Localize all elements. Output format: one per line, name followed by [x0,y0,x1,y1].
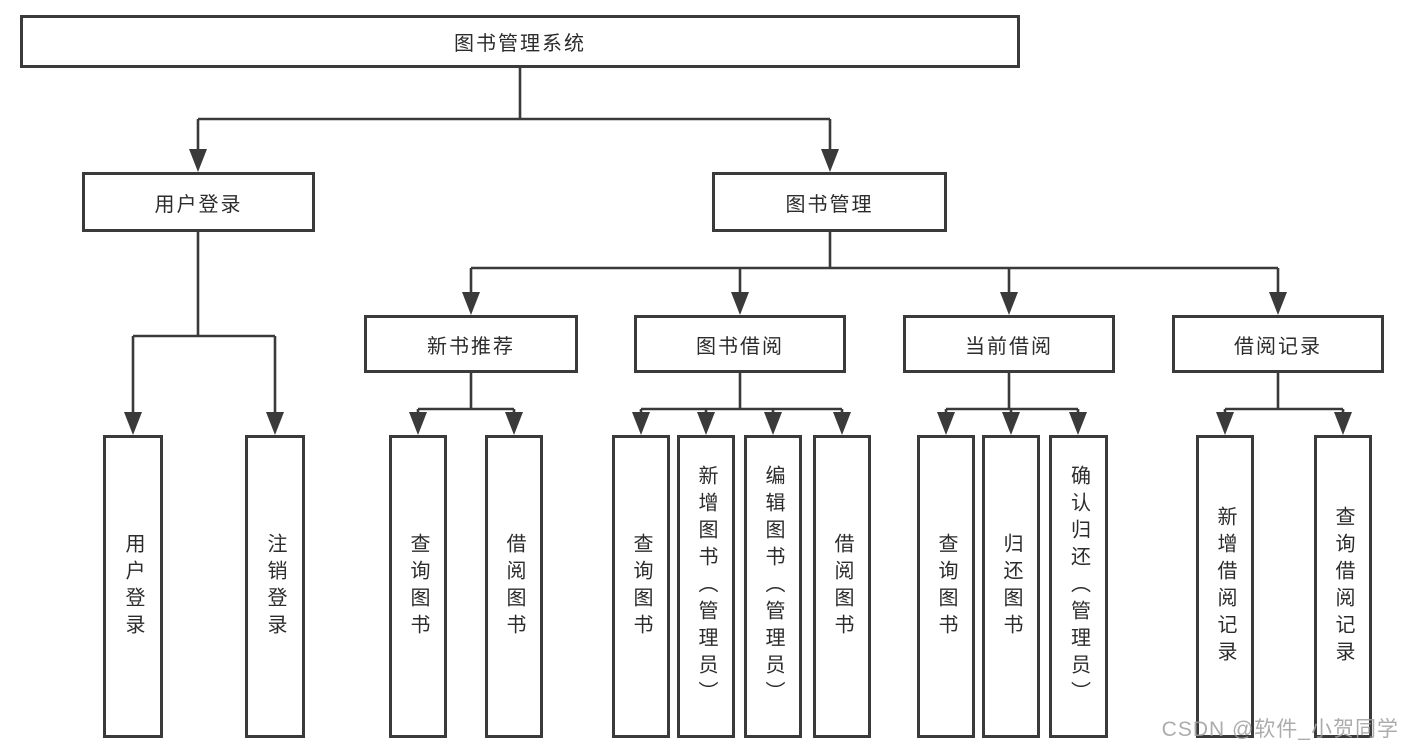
leaf-label: 借阅图书 [503,532,525,641]
leaf-label: 新增借阅记录 [1214,505,1236,668]
node-leaf-confirm-return-admin: 确认归还（管理员） [1049,435,1108,738]
leaf-label: 归还图书 [1000,532,1022,641]
node-leaf-add-book-admin: 新增图书（管理员） [677,435,735,738]
leaf-label: 查询借阅记录 [1332,505,1354,668]
node-leaf-borrow-books: 借阅图书 [813,435,871,738]
leaf-label: 查询图书 [630,532,652,641]
leaf-label: 注销登录 [264,532,286,641]
node-leaf-query-books-borrow: 查询图书 [612,435,670,738]
leaf-label: 编辑图书（管理员） [762,465,784,708]
leaf-label: 新增图书（管理员） [695,465,717,708]
leaf-label: 用户登录 [122,532,144,641]
leaf-label: 查询图书 [935,532,957,641]
node-current-borrow: 当前借阅 [903,315,1115,373]
node-user-login: 用户登录 [82,172,315,232]
node-leaf-query-books-current: 查询图书 [917,435,975,738]
node-leaf-query-borrow-record: 查询借阅记录 [1314,435,1372,738]
node-leaf-borrow-books-rec: 借阅图书 [485,435,543,738]
node-book-borrow: 图书借阅 [634,315,846,373]
node-leaf-query-books-rec: 查询图书 [389,435,447,738]
leaf-label: 查询图书 [407,532,429,641]
node-leaf-logout: 注销登录 [245,435,305,738]
leaf-label: 借阅图书 [831,532,853,641]
node-leaf-add-borrow-record: 新增借阅记录 [1196,435,1254,738]
node-new-book-recommend: 新书推荐 [364,315,578,373]
node-leaf-edit-book-admin: 编辑图书（管理员） [744,435,802,738]
leaf-label: 确认归还（管理员） [1067,465,1090,708]
node-book-management: 图书管理 [712,172,947,232]
node-borrow-records: 借阅记录 [1172,315,1384,373]
node-root-system: 图书管理系统 [20,15,1020,68]
node-leaf-return-book: 归还图书 [982,435,1040,738]
csdn-watermark: CSDN @软件_小贺同学 [1161,718,1399,741]
node-leaf-user-login: 用户登录 [103,435,163,738]
